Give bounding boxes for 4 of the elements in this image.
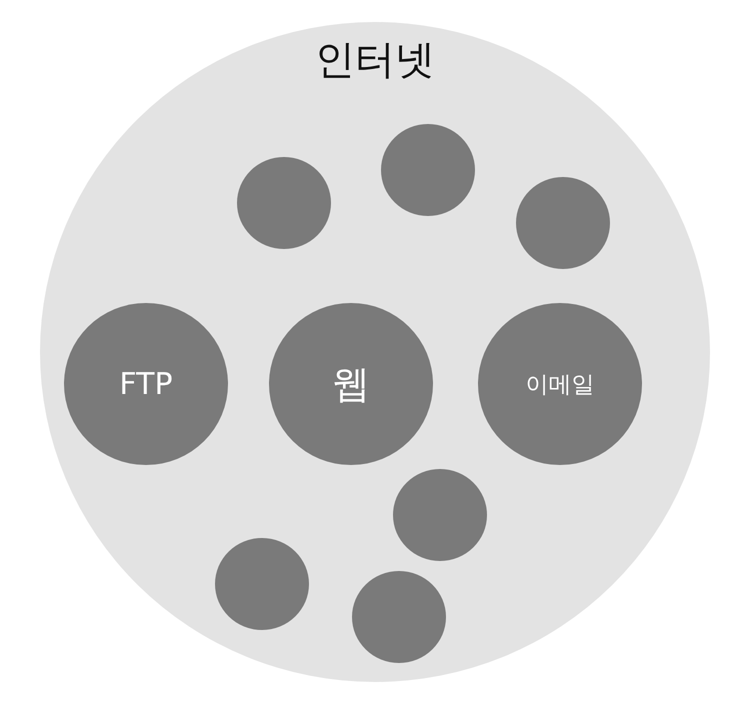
- service-circle: 웹: [269, 303, 433, 465]
- service-circle: 이메일: [478, 303, 642, 465]
- service-circle: FTP: [64, 303, 228, 465]
- group-title: 인터넷: [315, 36, 435, 85]
